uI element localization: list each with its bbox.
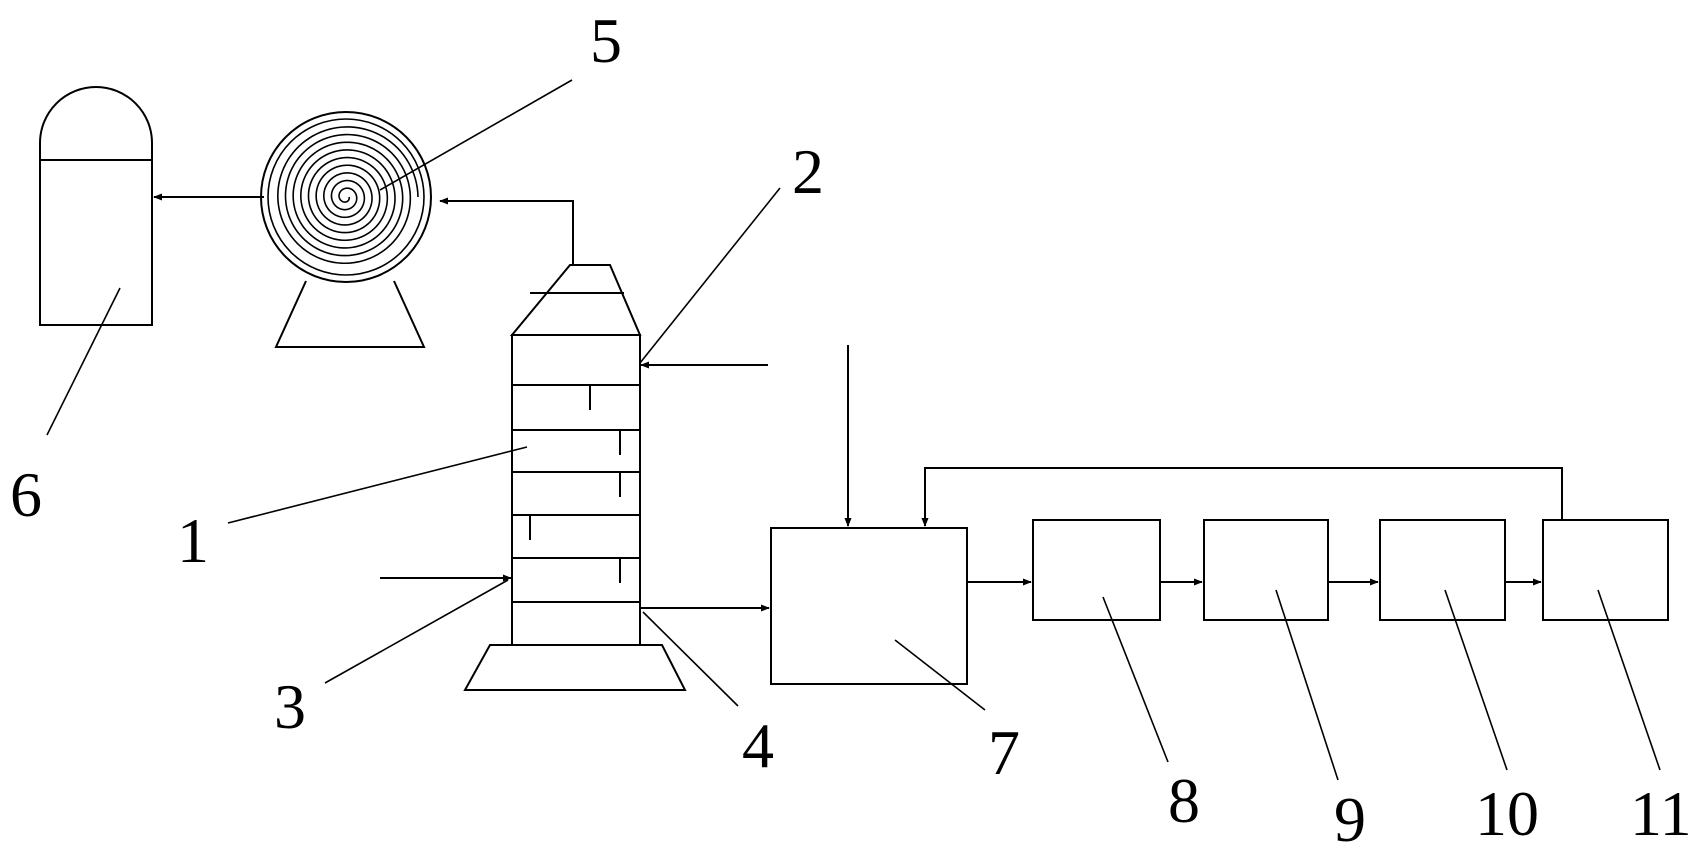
label-6: 6 (10, 459, 42, 530)
flow-lines (153, 193, 1563, 612)
leader-lines (46, 79, 1661, 781)
label-3: 3 (274, 671, 306, 742)
label-11: 11 (1630, 778, 1692, 847)
label-1: 1 (177, 505, 209, 576)
label-4: 4 (742, 710, 774, 781)
label-5: 5 (590, 5, 622, 76)
label-2: 2 (792, 136, 824, 207)
unit-box-11 (1542, 519, 1669, 621)
unit-box-7 (770, 527, 968, 685)
unit-box-9 (1203, 519, 1329, 621)
storage-tank (39, 86, 153, 326)
absorption-tower (463, 264, 687, 691)
label-9: 9 (1334, 784, 1366, 847)
unit-box-10 (1379, 519, 1506, 621)
label-8: 8 (1168, 765, 1200, 836)
label-10: 10 (1475, 778, 1539, 847)
unit-box-8 (1032, 519, 1161, 621)
label-7: 7 (988, 717, 1020, 788)
blower-fan (260, 111, 432, 348)
